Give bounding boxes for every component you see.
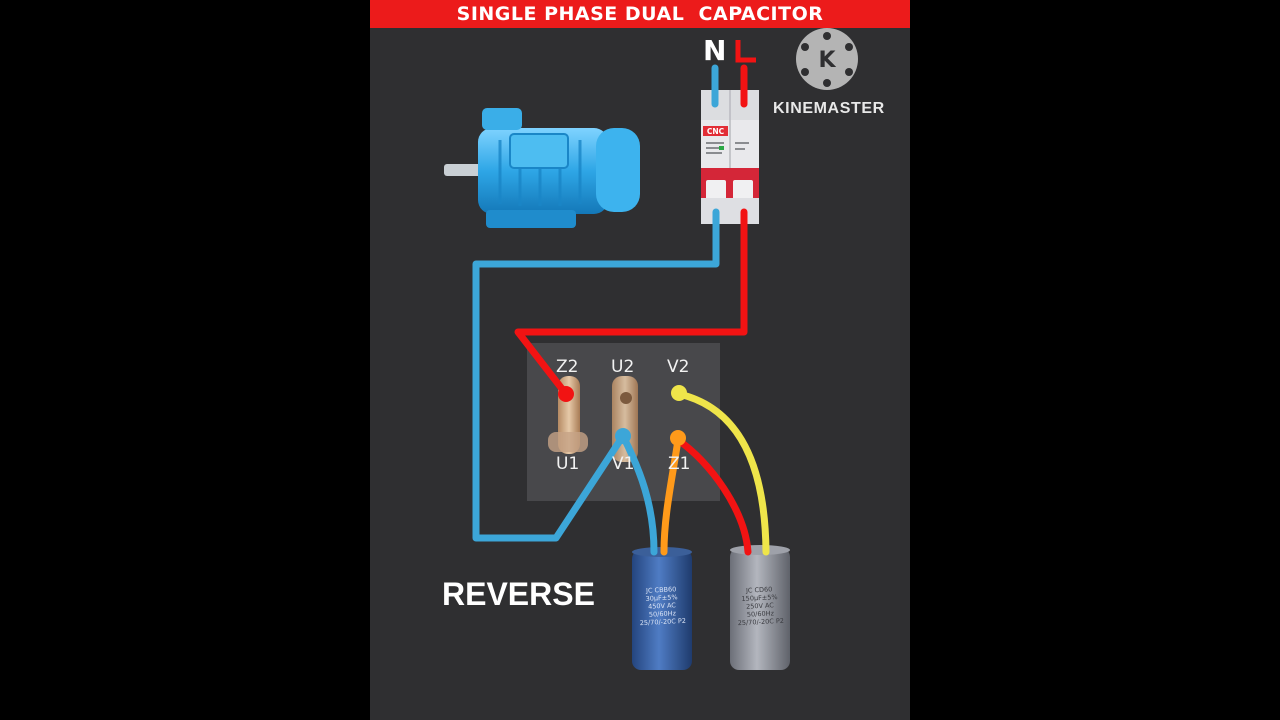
motor-fan-cover [596, 128, 640, 212]
screw-u2 [620, 392, 632, 404]
v2-terminal-dot [671, 385, 687, 401]
terminal-label-v1: V1 [612, 454, 635, 474]
kinemaster-logo [796, 28, 858, 90]
orange-wire [660, 436, 682, 556]
terminal-label-z1: Z1 [668, 454, 691, 474]
motor-feet [486, 210, 576, 228]
terminal-label-u2: U2 [611, 357, 635, 377]
motor-terminal-box [509, 133, 569, 169]
yellow-wire [675, 390, 770, 556]
terminal-label-u1: U1 [556, 454, 580, 474]
breaker-brand-plate [703, 126, 728, 136]
lug-u1 [548, 432, 588, 452]
neutral-label: N [703, 34, 727, 67]
breaker-image [701, 90, 759, 224]
kinemaster-logo-letter: K [818, 48, 836, 73]
kinemaster-text: KINEMASTER [773, 100, 885, 117]
title-banner: SINGLE PHASE DUAL CAPACITOR [370, 0, 910, 28]
line-wire [514, 208, 748, 398]
motor-shaft [444, 164, 486, 176]
motor-lift-eye [482, 108, 522, 130]
v1-terminal-dot [615, 428, 631, 444]
terminal-label-v2: V2 [667, 357, 690, 377]
red-capacitor-wire [674, 436, 752, 556]
z2-terminal-dot [558, 386, 574, 402]
run-capacitor-label: JC CBB60 30μF±5% 450V AC 50/60Hz 25/70/-… [633, 585, 691, 628]
breaker-brand-label: CNC [707, 127, 725, 136]
direction-label: REVERSE [442, 576, 595, 612]
neutral-wire [472, 208, 720, 542]
line-phase-glyph [735, 40, 756, 63]
terminal-label-z2: Z2 [556, 357, 579, 377]
capacitor-neutral-wire [619, 432, 658, 556]
motor-image [444, 108, 640, 228]
start-capacitor-label: JC CD60 150μF±5% 250V AC 50/60Hz 25/70/-… [731, 585, 789, 628]
z1-terminal-dot [670, 430, 686, 446]
diagram-title: SINGLE PHASE DUAL CAPACITOR [456, 3, 824, 25]
